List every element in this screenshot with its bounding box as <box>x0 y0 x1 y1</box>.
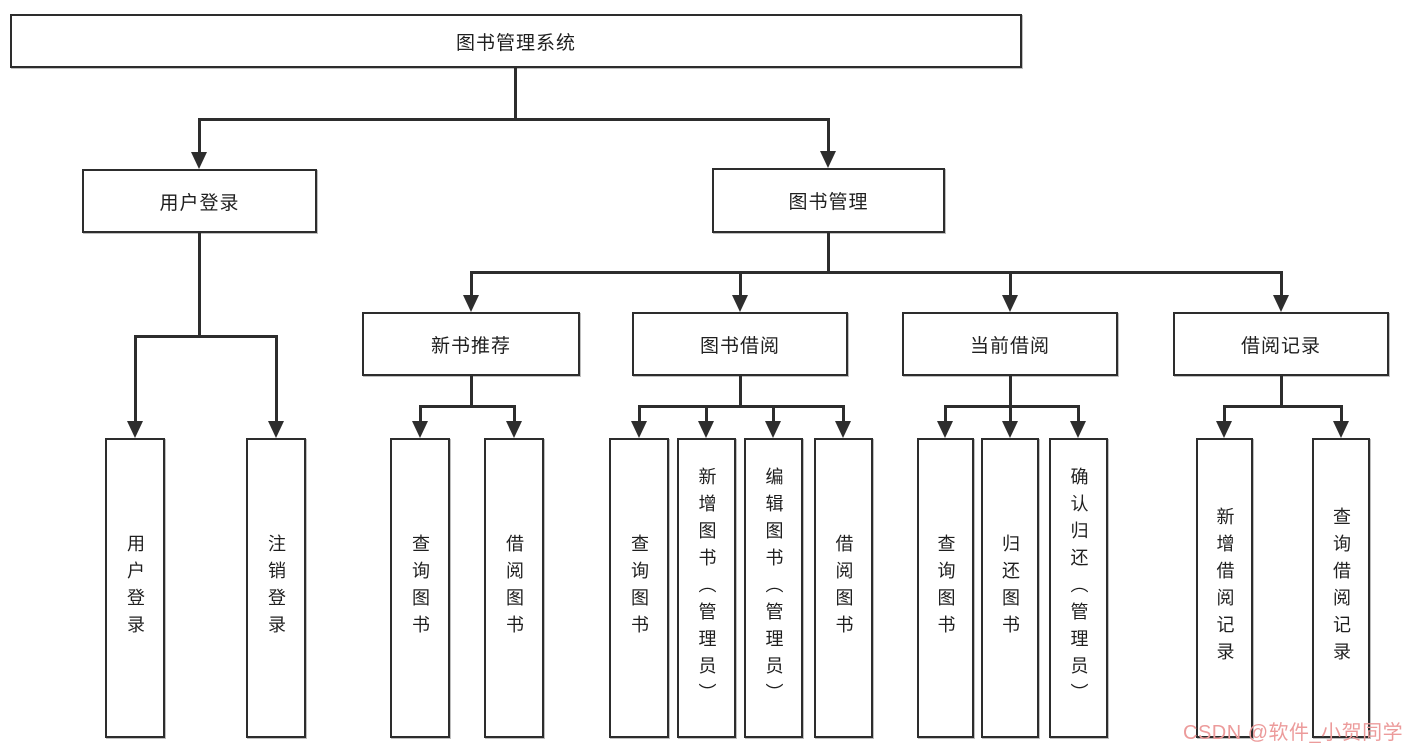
connector-line <box>470 271 1283 274</box>
connector-line <box>134 335 137 423</box>
leaf-borrow-books: 借阅图书 <box>814 438 873 738</box>
leaf-query-books-recommend: 查询图书 <box>390 438 450 738</box>
arrowhead-down <box>1273 295 1289 312</box>
leaf-query-books-borrow: 查询图书 <box>609 438 669 738</box>
arrowhead-down <box>412 421 428 438</box>
connector-line <box>827 118 830 154</box>
connector-line <box>198 118 201 155</box>
node-new-book-recommendation: 新书推荐 <box>362 312 580 376</box>
arrowhead-down <box>820 151 836 168</box>
csdn-watermark: CSDN @软件_小贺同学 <box>1183 722 1404 744</box>
connector-line <box>1280 376 1283 407</box>
arrowhead-down <box>1002 421 1018 438</box>
connector-line <box>514 68 517 120</box>
arrowhead-down <box>698 421 714 438</box>
connector-line <box>198 233 201 338</box>
connector-line <box>739 271 742 298</box>
leaf-logout: 注销登录 <box>246 438 306 738</box>
connector-line <box>739 376 742 407</box>
arrowhead-down <box>631 421 647 438</box>
connector-line <box>419 405 422 423</box>
arrowhead-down <box>835 421 851 438</box>
connector-line <box>470 376 473 407</box>
connector-line <box>1340 405 1343 423</box>
arrowhead-down <box>765 421 781 438</box>
node-book-management: 图书管理 <box>712 168 945 233</box>
leaf-user-login: 用户登录 <box>105 438 165 738</box>
leaf-edit-books-admin: 编辑图书（管理员） <box>744 438 803 738</box>
connector-line <box>1009 405 1012 423</box>
connector-line <box>842 405 845 423</box>
leaf-return-books: 归还图书 <box>981 438 1039 738</box>
connector-line <box>1009 271 1012 298</box>
leaf-query-borrow-record: 查询借阅记录 <box>1312 438 1370 738</box>
node-root-library-system: 图书管理系统 <box>10 14 1022 68</box>
arrowhead-down <box>937 421 953 438</box>
connector-line <box>705 405 708 423</box>
arrowhead-down <box>191 152 207 169</box>
connector-line <box>638 405 641 423</box>
connector-line <box>134 335 278 338</box>
connector-line <box>419 405 516 408</box>
arrowhead-down <box>1002 295 1018 312</box>
node-current-borrowing: 当前借阅 <box>902 312 1118 376</box>
connector-line <box>944 405 1080 408</box>
connector-line <box>1223 405 1226 423</box>
connector-line <box>513 405 516 423</box>
connector-line <box>827 233 830 274</box>
arrowhead-down <box>127 421 143 438</box>
leaf-confirm-return-admin: 确认归还（管理员） <box>1049 438 1108 738</box>
leaf-add-books-admin: 新增图书（管理员） <box>677 438 736 738</box>
arrowhead-down <box>1333 421 1349 438</box>
connector-line <box>1009 376 1012 407</box>
connector-line <box>275 335 278 423</box>
arrowhead-down <box>463 295 479 312</box>
arrowhead-down <box>268 421 284 438</box>
arrowhead-down <box>506 421 522 438</box>
connector-line <box>470 271 473 298</box>
leaf-borrow-books-recommend: 借阅图书 <box>484 438 544 738</box>
leaf-add-borrow-record: 新增借阅记录 <box>1196 438 1253 738</box>
node-user-login: 用户登录 <box>82 169 317 233</box>
connector-line <box>198 118 830 121</box>
connector-line <box>944 405 947 423</box>
leaf-query-books-current: 查询图书 <box>917 438 974 738</box>
connector-line <box>1223 405 1342 408</box>
arrowhead-down <box>732 295 748 312</box>
connector-line <box>1280 271 1283 298</box>
arrowhead-down <box>1216 421 1232 438</box>
node-borrowing-records: 借阅记录 <box>1173 312 1389 376</box>
connector-line <box>1077 405 1080 423</box>
connector-line <box>772 405 775 423</box>
arrowhead-down <box>1070 421 1086 438</box>
node-book-borrowing: 图书借阅 <box>632 312 848 376</box>
connector-line <box>638 405 845 408</box>
